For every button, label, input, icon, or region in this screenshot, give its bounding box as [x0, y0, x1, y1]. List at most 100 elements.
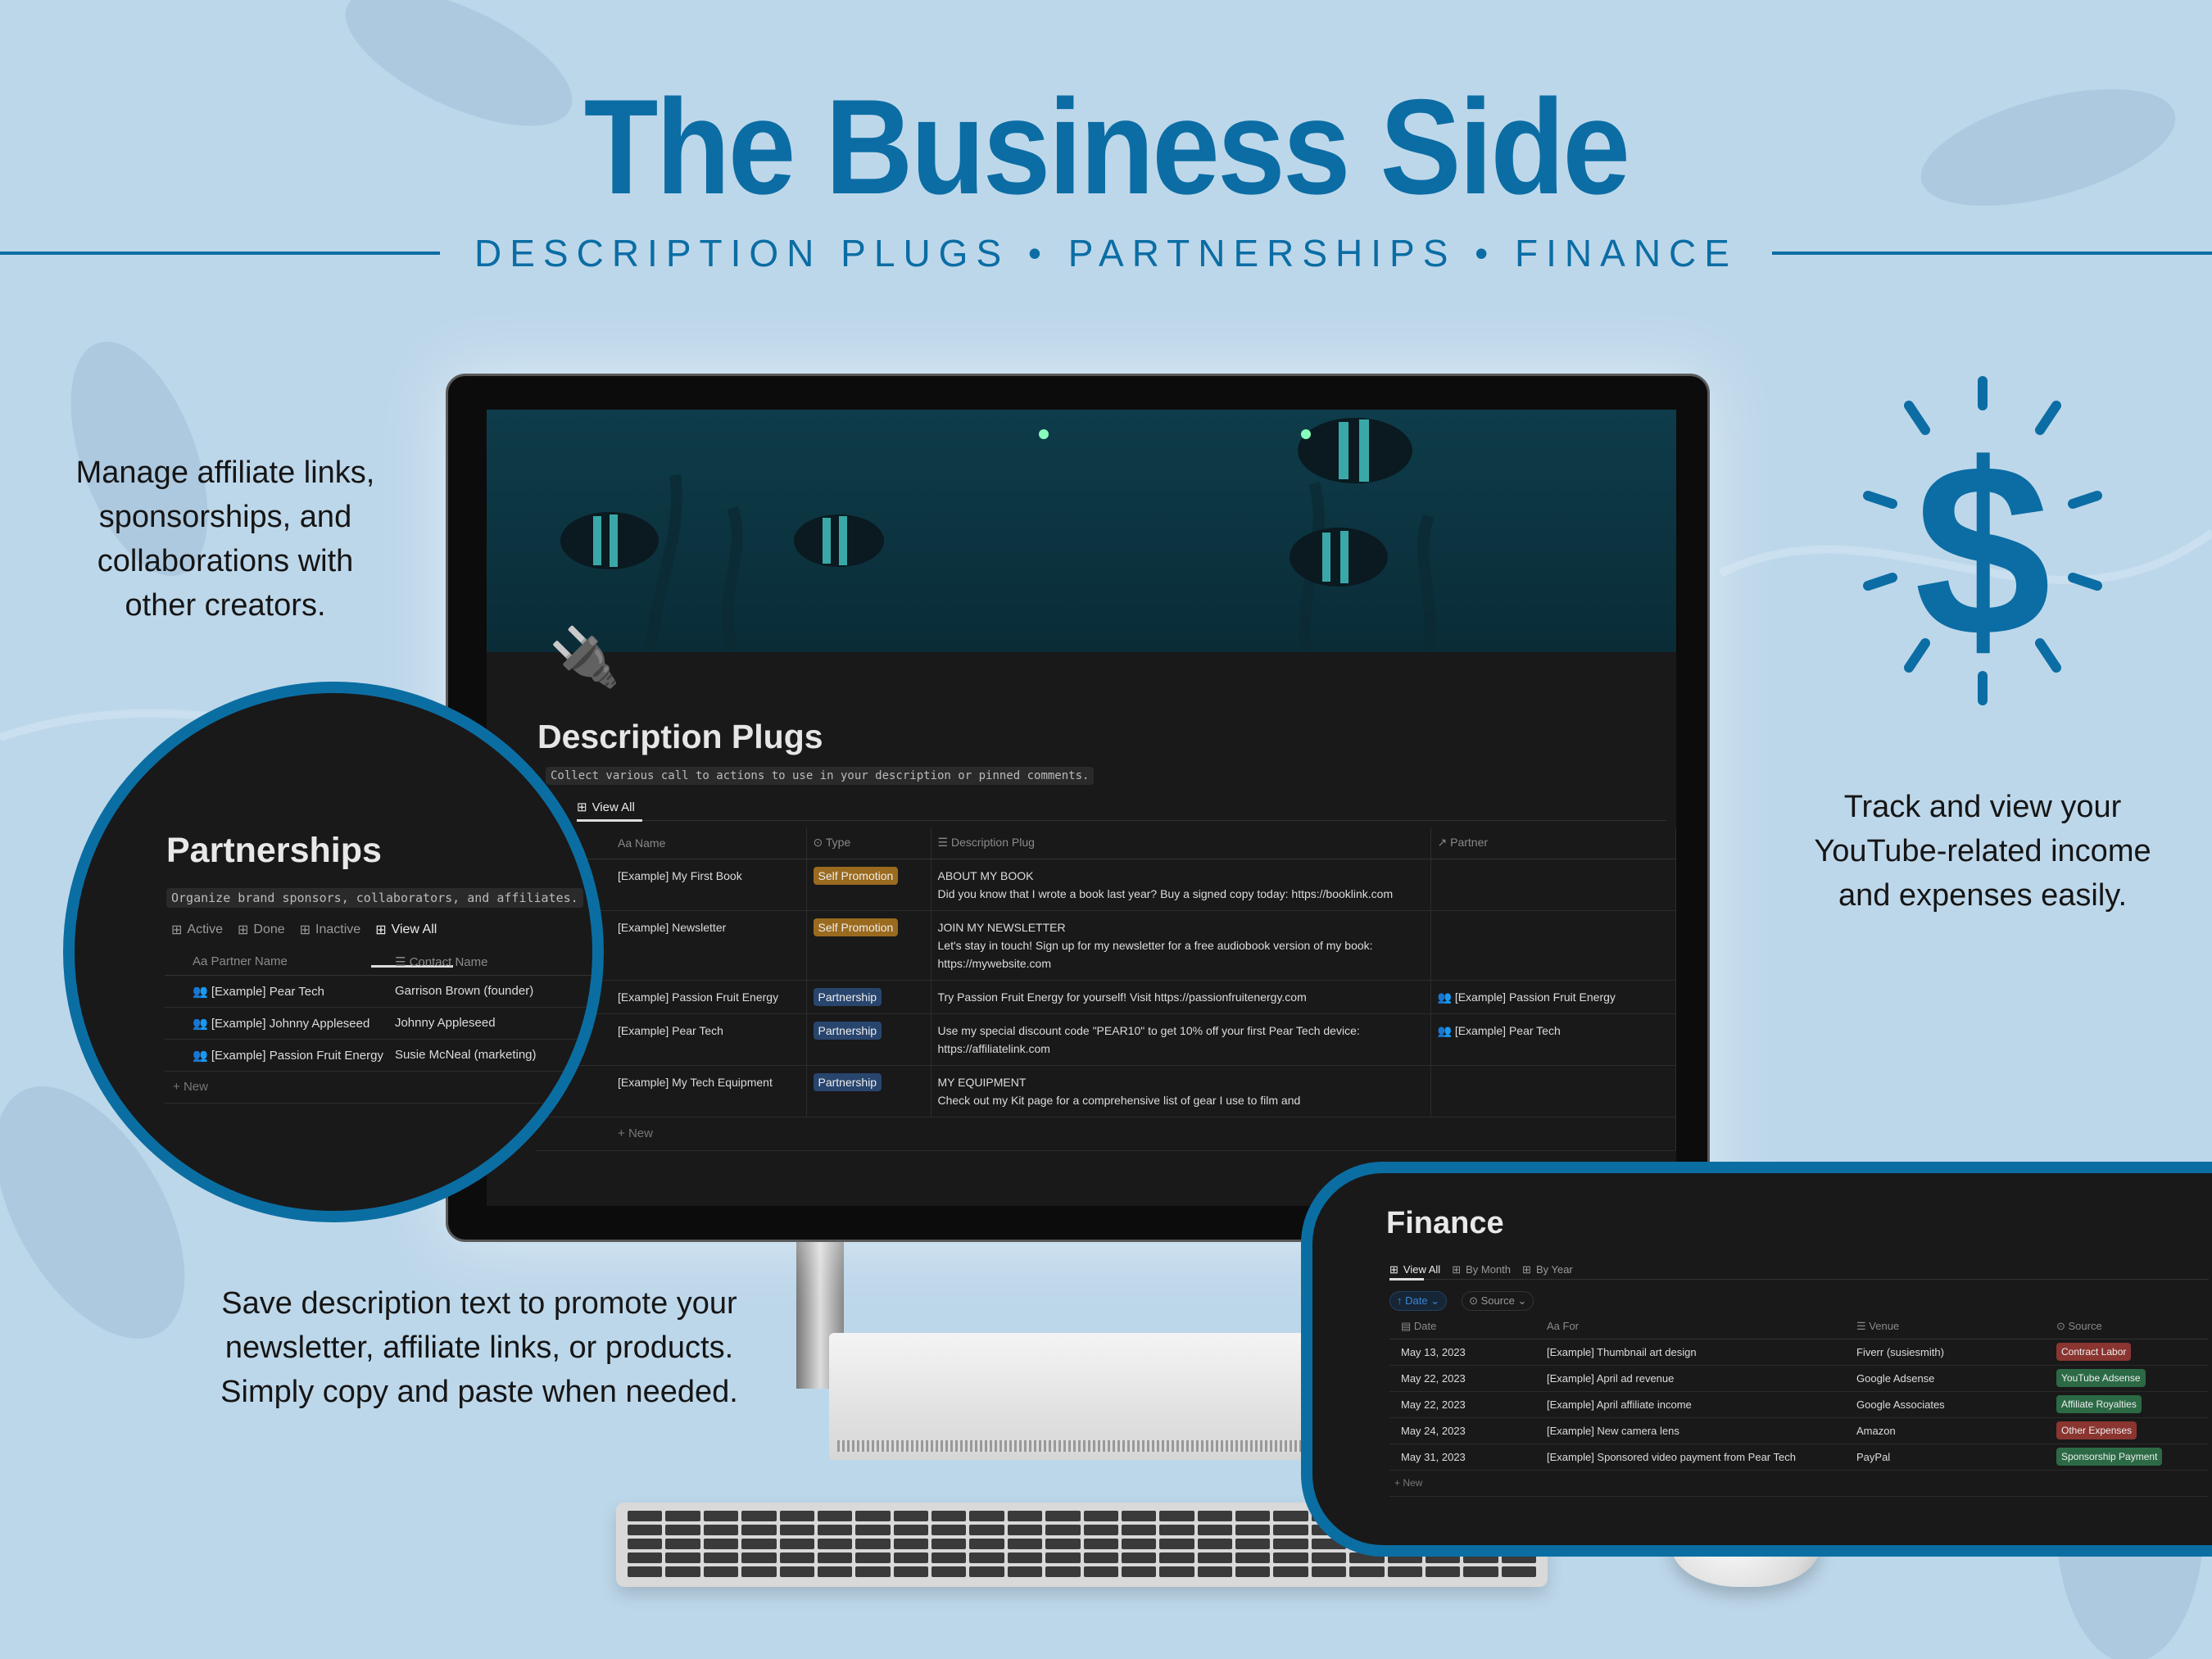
key: [1235, 1525, 1271, 1535]
key: [1197, 1552, 1232, 1563]
plug-body: Use my special discount code "PEAR10" to…: [937, 1023, 1360, 1055]
key: [1273, 1552, 1308, 1563]
key: [1045, 1525, 1081, 1535]
key: [1159, 1511, 1194, 1521]
column-header-partner[interactable]: ↗ Partner: [1430, 827, 1676, 859]
source-tag: Sponsorship Payment: [2056, 1448, 2163, 1466]
key: [1425, 1566, 1461, 1577]
key: [628, 1525, 663, 1535]
table-row[interactable]: May 22, 2023[Example] April affiliate in…: [1389, 1391, 2209, 1418]
new-row[interactable]: + New: [1389, 1470, 2209, 1497]
select-icon: ⊙: [1469, 1294, 1479, 1307]
key: [741, 1552, 777, 1563]
for-cell[interactable]: [Example] Thumbnail art design: [1542, 1339, 1852, 1366]
key: [628, 1552, 663, 1563]
venue-cell: PayPal: [1852, 1444, 2051, 1471]
partner-name[interactable]: [Example] Passion Fruit Energy: [211, 1048, 383, 1063]
key: [741, 1511, 777, 1521]
partner-name[interactable]: [Example] Pear Tech: [211, 984, 324, 999]
tab-label: By Year: [1535, 1263, 1573, 1276]
table-row[interactable]: [Example] Newsletter Self Promotion JOIN…: [536, 910, 1676, 981]
table-row[interactable]: [Example] Pear Tech Partnership Use my s…: [536, 1013, 1676, 1066]
column-header-source[interactable]: ⊙ Source: [2051, 1314, 2209, 1339]
tab-label: Done: [253, 922, 285, 936]
tab-active[interactable]: ⊞Active: [171, 922, 223, 938]
key: [665, 1566, 700, 1577]
key: [665, 1552, 700, 1563]
key: [1121, 1511, 1157, 1521]
partnership-icon: 👥: [193, 984, 208, 999]
table-row[interactable]: [Example] My Tech Equipment Partnership …: [536, 1065, 1676, 1117]
dollar-icon: $: [1863, 376, 2102, 705]
key: [855, 1511, 891, 1521]
key: [1159, 1539, 1194, 1549]
key: [1121, 1525, 1157, 1535]
key: [1007, 1552, 1043, 1563]
plug-name[interactable]: [Example] Passion Fruit Energy: [618, 990, 779, 1004]
key: [893, 1552, 928, 1563]
partner-link[interactable]: [Example] Passion Fruit Energy: [1454, 990, 1616, 1004]
for-cell[interactable]: [Example] New camera lens: [1542, 1417, 1852, 1444]
table-row[interactable]: [Example] My First Book Self Promotion A…: [536, 859, 1676, 911]
type-tag: Partnership: [813, 987, 882, 1006]
plug-name[interactable]: [Example] Pear Tech: [618, 1023, 723, 1037]
key: [1007, 1511, 1043, 1521]
source-filter-chip[interactable]: ⊙ Source ⌄: [1462, 1291, 1534, 1311]
key: [1083, 1552, 1118, 1563]
tab-by-month[interactable]: ⊞By Month: [1452, 1260, 1511, 1279]
key: [931, 1566, 967, 1577]
table-row[interactable]: May 13, 2023[Example] Thumbnail art desi…: [1389, 1339, 2209, 1366]
key: [893, 1566, 928, 1577]
key: [1083, 1566, 1118, 1577]
contact-name: Susie McNeal (marketing): [394, 1048, 537, 1062]
key: [628, 1539, 663, 1549]
column-header-type[interactable]: ⊙ Type: [806, 827, 931, 859]
for-cell[interactable]: [Example] April affiliate income: [1542, 1391, 1852, 1418]
table-icon: ⊞: [1452, 1262, 1462, 1276]
blurb-description: Save description text to promote your ne…: [220, 1286, 738, 1409]
column-header-contact[interactable]: ☰ Contact Name: [388, 949, 592, 976]
plug-name[interactable]: [Example] My Tech Equipment: [618, 1075, 773, 1089]
type-tag: Partnership: [813, 1072, 882, 1091]
key: [1159, 1566, 1194, 1577]
key: [1007, 1539, 1043, 1549]
type-tag: Partnership: [813, 1021, 882, 1040]
date-sort-chip[interactable]: ↑ Date ⌄: [1389, 1291, 1448, 1311]
key: [1121, 1539, 1157, 1549]
column-header-date[interactable]: ▤ Date: [1389, 1314, 1542, 1339]
tab-by-year[interactable]: ⊞ By Year: [1522, 1260, 1573, 1279]
column-header-partner-name[interactable]: Aa Partner Name: [165, 949, 388, 976]
tab-done[interactable]: ⊞Done: [238, 922, 285, 938]
plug-name[interactable]: [Example] Newsletter: [618, 920, 727, 934]
column-header-for[interactable]: Aa For: [1542, 1314, 1852, 1339]
type-tag: Self Promotion: [813, 918, 899, 936]
key: [665, 1525, 700, 1535]
for-cell[interactable]: [Example] April ad revenue: [1542, 1365, 1852, 1392]
new-row[interactable]: + New: [165, 1071, 592, 1104]
for-cell[interactable]: [Example] Sponsored video payment from P…: [1542, 1444, 1852, 1471]
partner-name[interactable]: [Example] Johnny Appleseed: [211, 1016, 370, 1031]
table-row[interactable]: [Example] Passion Fruit Energy Partnersh…: [536, 980, 1676, 1014]
tab-inactive[interactable]: ⊞Inactive: [300, 922, 361, 938]
key: [1045, 1566, 1081, 1577]
table-row[interactable]: May 31, 2023[Example] Sponsored video pa…: [1389, 1444, 2209, 1471]
partner-link[interactable]: [Example] Pear Tech: [1454, 1023, 1561, 1037]
tab-view-all[interactable]: ⊞View All: [375, 922, 437, 938]
key: [1311, 1566, 1347, 1577]
source-tag: Affiliate Royalties: [2056, 1395, 2142, 1413]
table-icon: ⊞: [1522, 1262, 1531, 1276]
new-row[interactable]: + New: [536, 1117, 1676, 1151]
plug-name[interactable]: [Example] My First Book: [618, 868, 742, 882]
column-header-venue[interactable]: ☰ Venue: [1852, 1314, 2051, 1339]
column-header-description[interactable]: ☰ Description Plug: [931, 827, 1431, 859]
tab-view-all[interactable]: ⊞View All: [1389, 1260, 1440, 1279]
key: [1045, 1552, 1081, 1563]
tab-view-all[interactable]: ⊞View All: [577, 800, 635, 815]
key: [1273, 1539, 1308, 1549]
key: [855, 1539, 891, 1549]
